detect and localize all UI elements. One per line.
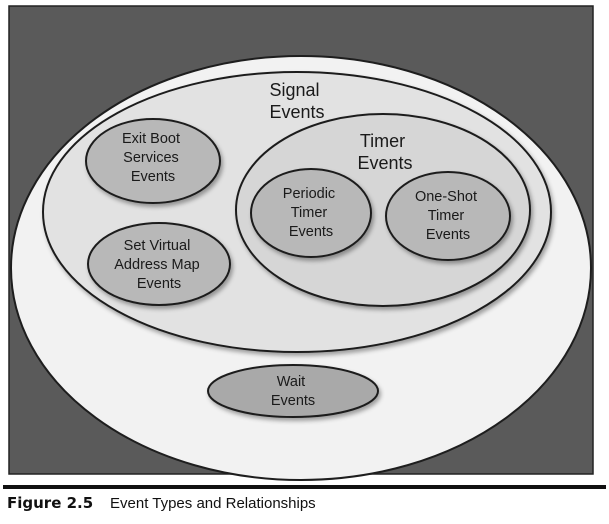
- figure-number: Figure 2.5: [7, 494, 93, 512]
- svg-text:Timer Events: Timer Events: [357, 131, 412, 173]
- exit-boot-services-label-line1: Exit Boot: [122, 131, 180, 147]
- set-virtual-address-map-events-ellipse: [87, 222, 231, 306]
- wait-events-label-line2: Events: [271, 393, 315, 409]
- timer-events-label-line1: Timer: [360, 131, 405, 151]
- caption-rule: [3, 485, 606, 489]
- periodic-timer-label-line3: Events: [289, 224, 333, 240]
- svg-text:Set Virtual Address Map: Set Virtual Address Map Events: [114, 238, 203, 292]
- exit-boot-services-label-line3: Events: [131, 169, 175, 185]
- set-virtual-address-map-label-line1: Set Virtual: [124, 238, 191, 254]
- svg-text:Exit Boot Services Eve: Exit Boot Services Events: [122, 131, 184, 185]
- set-virtual-address-map-label-line2: Address Map: [114, 257, 199, 273]
- periodic-timer-label-line2: Timer: [291, 205, 328, 221]
- timer-events-label-line2: Events: [357, 153, 412, 173]
- periodic-timer-label-line1: Periodic: [283, 186, 335, 202]
- svg-text:One-Shot Timer Events: One-Shot Timer Events: [415, 189, 481, 243]
- svg-text:Wait Events: Wait Events: [271, 374, 315, 409]
- exit-boot-services-label-line2: Services: [123, 150, 179, 166]
- one-shot-timer-label-line3: Events: [426, 227, 470, 243]
- one-shot-timer-label-line2: Timer: [428, 208, 465, 224]
- wait-events-ellipse: [207, 364, 379, 418]
- svg-text:Periodic Timer Events: Periodic Timer Events: [283, 186, 339, 240]
- periodic-timer-events-ellipse: [250, 168, 372, 258]
- set-virtual-address-map-label-line3: Events: [137, 276, 181, 292]
- one-shot-timer-events-ellipse: [385, 171, 511, 261]
- one-shot-timer-label-line1: One-Shot: [415, 189, 477, 205]
- signal-events-label-line1: Signal: [269, 80, 319, 100]
- exit-boot-services-events-ellipse: [85, 118, 221, 204]
- figure-caption: Event Types and Relationships: [110, 495, 316, 512]
- svg-text:Signal Events: Signal Events: [269, 80, 324, 122]
- wait-events-label-line1: Wait: [277, 374, 305, 390]
- signal-events-label-line2: Events: [269, 102, 324, 122]
